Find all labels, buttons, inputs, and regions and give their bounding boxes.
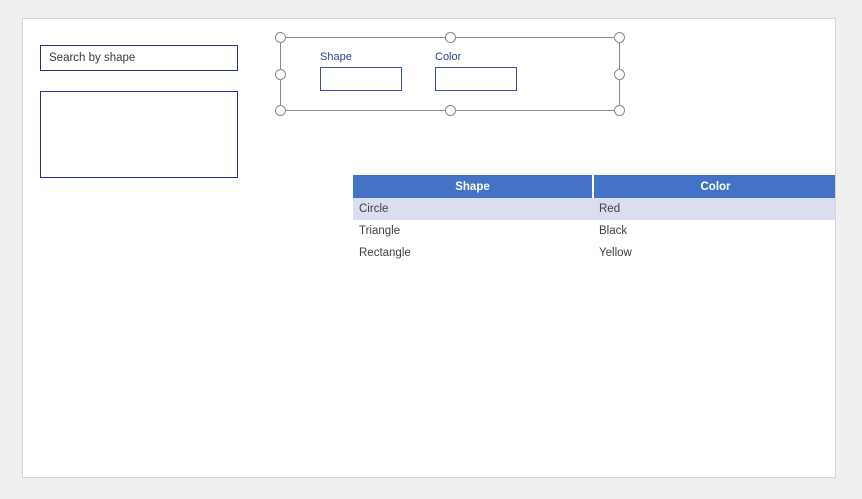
table-cell-shape: Triangle	[353, 220, 593, 242]
resize-handle-top-right[interactable]	[614, 32, 625, 43]
results-listbox[interactable]	[40, 91, 238, 178]
table-cell-color: Black	[593, 220, 835, 242]
resize-handle-bottom-right[interactable]	[614, 105, 625, 116]
color-field-label: Color	[435, 51, 462, 63]
table-cell-color: Red	[593, 198, 835, 220]
table-cell-color: Yellow	[593, 242, 835, 264]
resize-handle-top-left[interactable]	[275, 32, 286, 43]
form-group-selection[interactable]: Shape Color	[275, 32, 625, 116]
color-field-group: Color	[435, 51, 517, 91]
table-cell-shape: Circle	[353, 198, 593, 220]
resize-handle-top-middle[interactable]	[444, 32, 456, 43]
resize-handle-middle-right[interactable]	[614, 68, 625, 80]
resize-handle-bottom-middle[interactable]	[444, 105, 456, 116]
resize-handle-middle-left[interactable]	[275, 68, 286, 80]
resize-handle-bottom-left[interactable]	[275, 105, 286, 116]
shape-field-input[interactable]	[320, 67, 402, 91]
designer-canvas: Shape Color Shape Color CircleRedTriangl…	[22, 18, 836, 478]
table-cell-shape: Rectangle	[353, 242, 593, 264]
shape-field-label: Shape	[320, 51, 352, 63]
table-header-row: Shape Color	[353, 175, 835, 198]
color-field-input[interactable]	[435, 67, 517, 91]
shape-field-group: Shape	[320, 51, 402, 91]
table-header-shape[interactable]: Shape	[353, 175, 594, 198]
search-input[interactable]	[40, 45, 238, 71]
table-header-color[interactable]: Color	[593, 175, 835, 198]
